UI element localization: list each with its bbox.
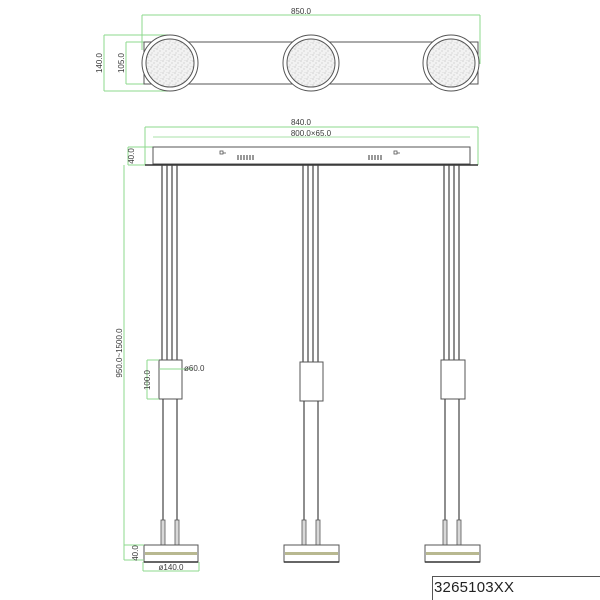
pendant-1-rods bbox=[162, 399, 178, 520]
label-suspension-height: 950.0~1500.0 bbox=[115, 328, 124, 378]
label-canopy-height: 40.0 bbox=[127, 148, 136, 164]
canopy bbox=[152, 146, 471, 165]
pendant-2 bbox=[283, 165, 340, 563]
pendant-2-rods bbox=[303, 401, 319, 520]
dimension-connector-height bbox=[146, 359, 159, 400]
top-view-head-3 bbox=[422, 34, 480, 92]
pendant-3-head bbox=[424, 544, 481, 563]
pendant-1 bbox=[143, 165, 199, 563]
pendant-3-cables bbox=[443, 165, 460, 360]
pendant-2-connector bbox=[299, 361, 324, 402]
pendant-1-sleeves bbox=[160, 519, 180, 546]
pendant-2-cables bbox=[302, 165, 319, 362]
label-connector-diameter: ø60.0 bbox=[184, 364, 205, 373]
label-head-height: 40.0 bbox=[131, 545, 140, 561]
label-head-diameter: 140.0 bbox=[95, 52, 104, 73]
pendant-3 bbox=[424, 165, 481, 563]
dimension-head-height bbox=[124, 544, 144, 561]
pendant-3-sleeves bbox=[442, 519, 462, 546]
pendant-3-rods bbox=[444, 399, 460, 520]
top-view-head-1 bbox=[141, 34, 199, 92]
label-head-diameter-front: ø140.0 bbox=[159, 563, 184, 572]
pendant-1-connector bbox=[158, 359, 183, 400]
label-inner-length: 800.0×65.0 bbox=[291, 129, 332, 138]
pendant-2-sleeves bbox=[301, 519, 321, 546]
label-connector-height: 100.0 bbox=[143, 369, 152, 390]
top-view-head-2 bbox=[282, 34, 340, 92]
canopy-vent-right bbox=[368, 155, 382, 160]
canopy-screw-right bbox=[393, 150, 400, 155]
pendant-1-cables bbox=[161, 165, 178, 360]
title-block bbox=[432, 576, 600, 600]
part-number: 3265103XX bbox=[434, 579, 515, 596]
dimension-canopy-length bbox=[144, 126, 479, 165]
canopy-vent-left bbox=[237, 155, 254, 160]
label-canopy-length: 840.0 bbox=[291, 118, 312, 127]
dimension-head-diameter bbox=[103, 34, 168, 92]
top-view: 850.0 140.0 105.0 bbox=[95, 7, 481, 92]
dimension-overall-length bbox=[141, 14, 481, 64]
label-overall-length: 850.0 bbox=[291, 7, 312, 16]
pendant-3-connector bbox=[440, 359, 466, 400]
canopy-screw-left bbox=[219, 150, 226, 155]
label-body-depth: 105.0 bbox=[117, 52, 126, 73]
dimension-head-diameter-front bbox=[142, 562, 200, 572]
dimension-canopy-height bbox=[127, 146, 153, 166]
pendant-2-head bbox=[283, 544, 340, 563]
front-view: 840.0 800.0×65.0 40.0 950.0~1500.0 bbox=[115, 118, 481, 572]
pendant-1-head bbox=[143, 544, 199, 563]
